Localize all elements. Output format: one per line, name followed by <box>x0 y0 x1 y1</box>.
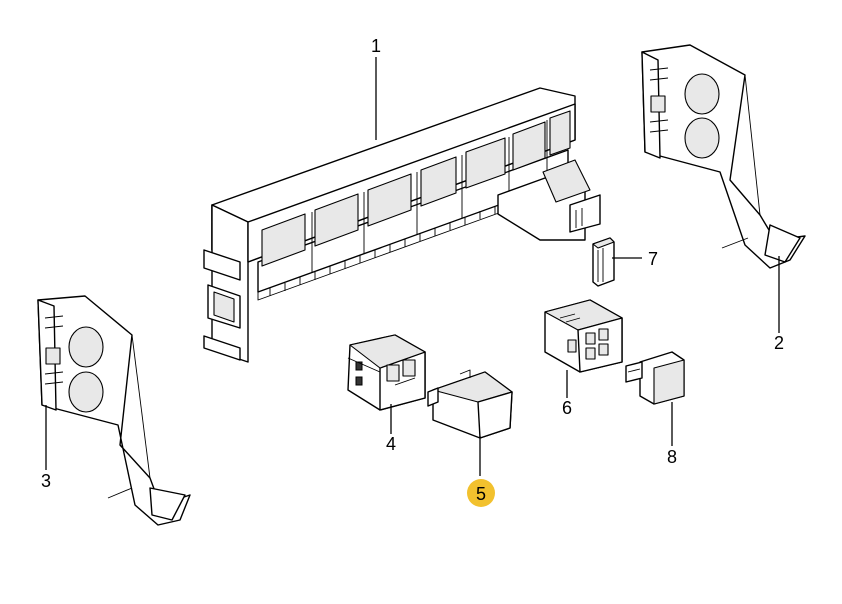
callout-labels: 1 2 3 4 5 6 7 8 <box>41 36 784 507</box>
callout-label-4[interactable]: 4 <box>386 434 396 454</box>
callout-label-7[interactable]: 7 <box>648 249 658 269</box>
part-8-plug[interactable] <box>625 351 685 405</box>
callout-5-highlight-badge <box>467 479 495 507</box>
callout-label-1[interactable]: 1 <box>371 36 381 56</box>
callout-label-6[interactable]: 6 <box>562 398 572 418</box>
part-6-connector-housing[interactable] <box>544 299 623 373</box>
callout-label-3[interactable]: 3 <box>41 471 51 491</box>
callout-label-5[interactable]: 5 <box>476 484 486 504</box>
part-2-end-bracket-right[interactable] <box>641 44 806 269</box>
part-5-relay[interactable] <box>427 369 513 439</box>
part-7-fuse[interactable] <box>592 237 615 287</box>
callout-label-2[interactable]: 2 <box>774 333 784 353</box>
callout-leaders <box>45 57 780 476</box>
part-1-relay-carrier[interactable] <box>203 87 601 363</box>
callout-label-8[interactable]: 8 <box>667 447 677 467</box>
part-3-end-bracket-left[interactable] <box>37 295 191 526</box>
part-4-relay-socket[interactable] <box>347 334 426 411</box>
